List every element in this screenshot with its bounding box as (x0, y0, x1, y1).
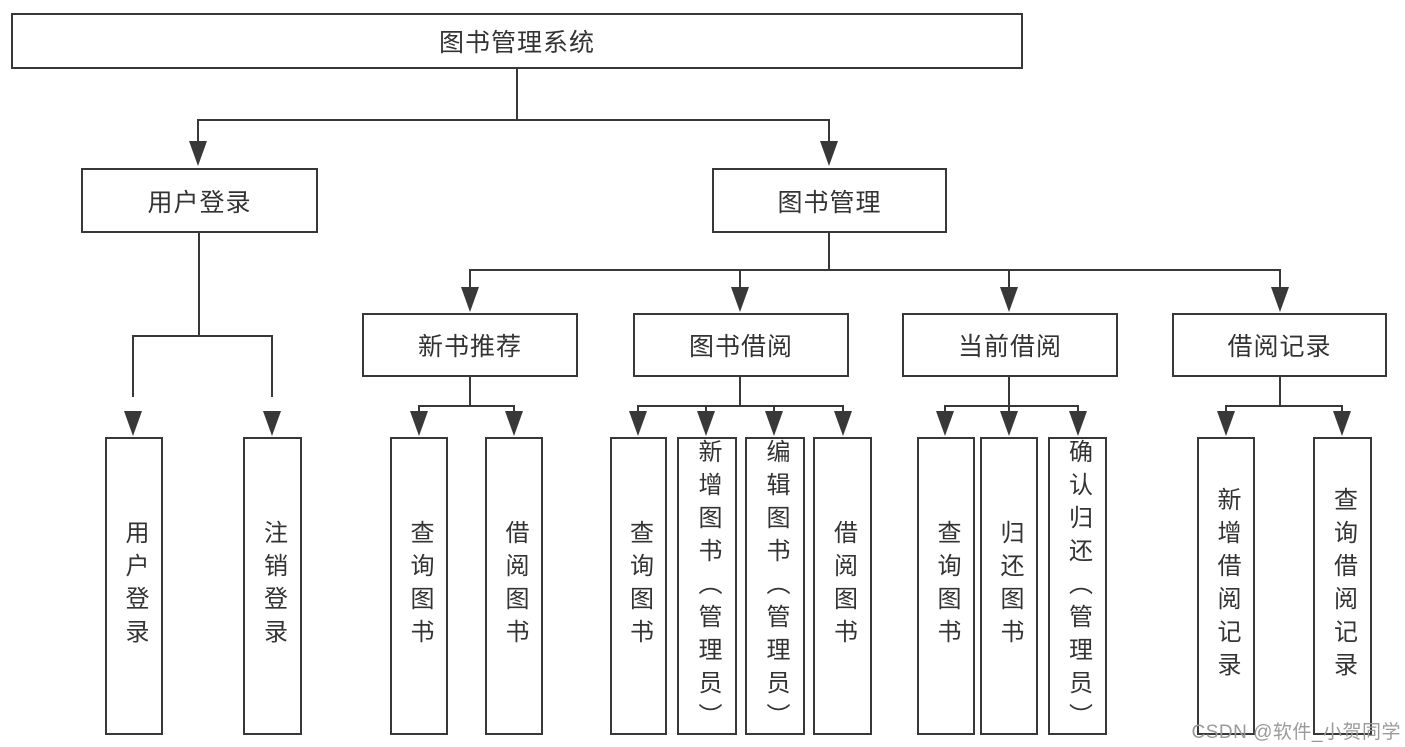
arrowhead-down-icon (410, 411, 428, 436)
connector-g4-stem (1279, 377, 1281, 407)
leaf-query-books-recommend: 查询图书 (390, 437, 448, 735)
arrowhead-down-icon (1333, 411, 1351, 436)
arrowhead-down-icon (820, 141, 838, 166)
connector-mgmt-drop-4 (1279, 269, 1281, 289)
arrowhead-down-icon (461, 287, 479, 312)
connector-g3-stem (1008, 377, 1010, 407)
node-current-borrowing: 当前借阅 (902, 313, 1118, 377)
arrowhead-down-icon (1069, 411, 1087, 436)
leaf-edit-book-admin: 编辑图书（管理员） (745, 437, 805, 736)
connector-g2-stem (739, 377, 741, 407)
leaf-query-books-borrowing: 查询图书 (610, 437, 667, 735)
connector-login-branch (132, 335, 273, 337)
leaf-user-login: 用户登录 (105, 437, 163, 735)
connector-mgmt-stem (828, 233, 830, 271)
arrowhead-down-icon (189, 141, 207, 166)
connector-mgmt-branch (469, 269, 1281, 271)
leaf-add-book-admin: 新增图书（管理员） (677, 437, 737, 736)
arrowhead-down-icon (124, 411, 142, 436)
connector-login-stem (198, 233, 200, 337)
node-borrowing-records: 借阅记录 (1172, 313, 1387, 377)
arrowhead-down-icon (765, 411, 783, 436)
node-book-management: 图书管理 (712, 168, 947, 233)
leaf-return-books: 归还图书 (980, 437, 1038, 735)
connector-mgmt-drop-1 (469, 269, 471, 289)
leaf-query-borrow-record: 查询借阅记录 (1313, 437, 1372, 735)
arrowhead-down-icon (1271, 287, 1289, 312)
connector-root-stem (516, 69, 518, 120)
connector-g1-branch (418, 405, 515, 407)
connector-login-drop-1 (132, 335, 134, 397)
connector-root-branch (197, 119, 830, 121)
leaf-borrow-books: 借阅图书 (813, 437, 872, 735)
csdn-watermark: CSDN @软件_小贺同学 (1191, 722, 1401, 743)
arrowhead-down-icon (1000, 411, 1018, 436)
arrowhead-down-icon (263, 411, 281, 436)
arrowhead-down-icon (505, 411, 523, 436)
arrowhead-down-icon (1217, 411, 1235, 436)
connector-root-right-drop (828, 119, 830, 145)
arrowhead-down-icon (1000, 287, 1018, 312)
leaf-add-borrow-record: 新增借阅记录 (1197, 437, 1255, 735)
connector-g1-stem (469, 377, 471, 407)
node-user-login: 用户登录 (81, 168, 318, 233)
leaf-borrow-books-recommend: 借阅图书 (485, 437, 543, 735)
connector-root-left-drop (197, 119, 199, 145)
connector-g4-branch (1225, 405, 1343, 407)
arrowhead-down-icon (697, 411, 715, 436)
arrowhead-down-icon (834, 411, 852, 436)
leaf-confirm-return-admin: 确认归还（管理员） (1048, 437, 1107, 736)
connector-g3-branch (944, 405, 1079, 407)
leaf-logout: 注销登录 (243, 437, 302, 735)
connector-g2-branch (637, 405, 844, 407)
connector-mgmt-drop-2 (739, 269, 741, 289)
arrowhead-down-icon (629, 411, 647, 436)
node-new-book-recommend: 新书推荐 (362, 313, 578, 377)
node-book-borrowing: 图书借阅 (633, 313, 849, 377)
connector-login-drop-2 (271, 335, 273, 397)
node-root-library-system: 图书管理系统 (11, 13, 1023, 69)
connector-mgmt-drop-3 (1008, 269, 1010, 289)
leaf-query-books-current: 查询图书 (917, 437, 975, 735)
arrowhead-down-icon (731, 287, 749, 312)
arrowhead-down-icon (936, 411, 954, 436)
